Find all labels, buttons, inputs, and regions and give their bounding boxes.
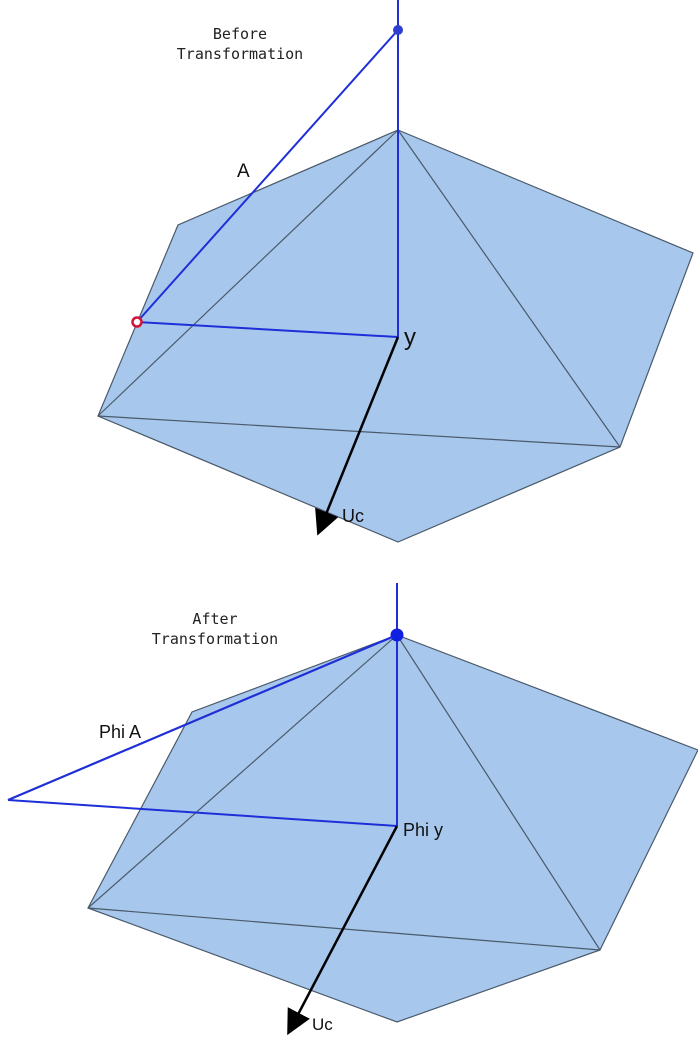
before-edge bbox=[97, 129, 399, 417]
before-title-line1: Before bbox=[213, 25, 267, 43]
after-uc-arrow bbox=[287, 825, 399, 1036]
after-top-point bbox=[390, 628, 404, 642]
before-top-point bbox=[393, 25, 403, 35]
before-uc-arrow bbox=[315, 336, 400, 536]
before-line-to-y bbox=[136, 321, 399, 338]
after-edge bbox=[396, 634, 601, 951]
before-panel: Before Transformation A y Uc bbox=[97, 0, 694, 543]
before-label-a: A bbox=[237, 161, 250, 182]
before-line-a bbox=[136, 29, 399, 323]
before-label-y: y bbox=[404, 324, 416, 351]
after-blue-lines bbox=[7, 583, 398, 827]
before-title-line2: Transformation bbox=[177, 45, 303, 63]
after-title-line1: After bbox=[192, 610, 237, 628]
after-label-phi-y: Phi y bbox=[403, 820, 443, 840]
after-title-line2: Transformation bbox=[152, 630, 278, 648]
after-outline-face bbox=[87, 634, 698, 1023]
before-label-uc: Uc bbox=[342, 506, 364, 526]
after-label-uc: Uc bbox=[312, 1015, 333, 1034]
after-edge bbox=[87, 634, 398, 909]
after-line-to-phi-y bbox=[7, 799, 398, 827]
after-polyhedron bbox=[87, 634, 698, 1023]
before-red-point bbox=[131, 316, 143, 328]
before-blue-lines bbox=[136, 0, 399, 338]
before-edge bbox=[397, 129, 621, 448]
after-line-phi-a bbox=[7, 633, 398, 802]
after-label-phi-a: Phi A bbox=[99, 722, 141, 742]
after-panel: After Transformation Phi A Phi y Uc bbox=[7, 583, 698, 1036]
